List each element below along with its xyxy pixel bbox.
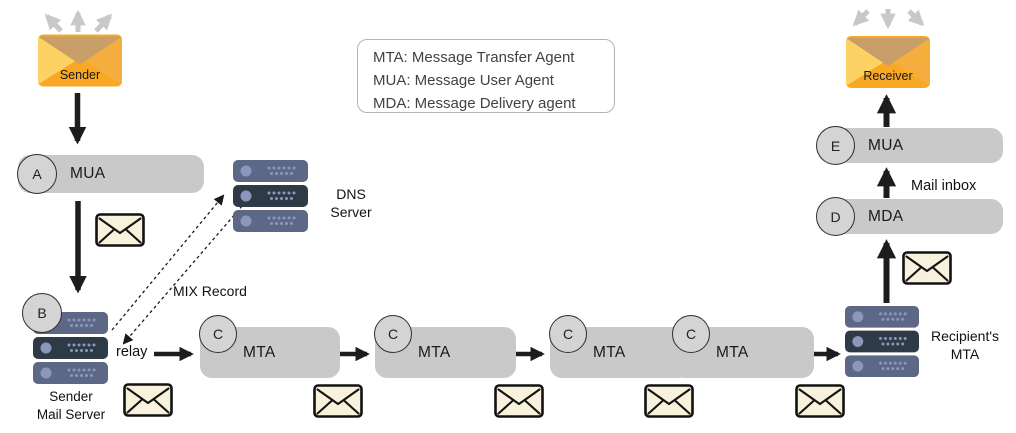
badge-c: C [374, 315, 412, 353]
mua-sender-label: MUA [70, 165, 106, 182]
message-envelope-icon [644, 384, 694, 418]
relay-label: relay [116, 344, 148, 360]
message-envelope-icon [123, 383, 173, 417]
mta-label: MTA [243, 343, 276, 361]
mta-label: MTA [593, 343, 626, 361]
legend-line-mua: MUA: Message User Agent [373, 72, 554, 89]
receiver-label: Receiver [863, 69, 913, 83]
dns-server-icon [233, 160, 308, 232]
mta-label: MTA [418, 343, 451, 361]
badge-c: C [199, 315, 237, 353]
legend-box: MTA: Message Transfer Agent MUA: Message… [357, 39, 615, 113]
sender-label: Sender [59, 68, 101, 82]
badge-c: C [672, 315, 710, 353]
message-envelope-icon [902, 251, 952, 285]
message-envelope-icon [494, 384, 544, 418]
mail-inbox-label: Mail inbox [911, 178, 977, 194]
recipient-mta-icon [845, 305, 919, 378]
receiver-incoming-arrows [852, 9, 925, 30]
dns-server-label: DNS Server [330, 186, 372, 220]
sender-broadcast-arrows [44, 9, 113, 33]
message-envelope-icon [795, 384, 845, 418]
message-envelope-icon [95, 213, 145, 247]
legend-line-mda: MDA: Message Delivery agent [373, 95, 576, 112]
mta-label: MTA [716, 343, 749, 361]
sender-mail-server-label: Sender Mail Server [36, 389, 106, 422]
mix-record-label: MIX Record [173, 283, 247, 299]
badge-d: D [816, 197, 855, 236]
receiver-envelope-icon: Receiver [846, 36, 930, 88]
badge-a: A [17, 154, 57, 194]
badge-c: C [549, 315, 587, 353]
legend-line-mta: MTA: Message Transfer Agent [373, 49, 575, 66]
mua-receiver-label: MUA [868, 136, 904, 154]
mda-label: MDA [868, 207, 904, 225]
badge-b: B [22, 293, 62, 333]
recipient-mta-label: Recipient's MTA [930, 328, 1000, 362]
message-envelope-icon [313, 384, 363, 418]
badge-e: E [816, 126, 855, 165]
sender-envelope-icon: Sender [38, 34, 122, 87]
